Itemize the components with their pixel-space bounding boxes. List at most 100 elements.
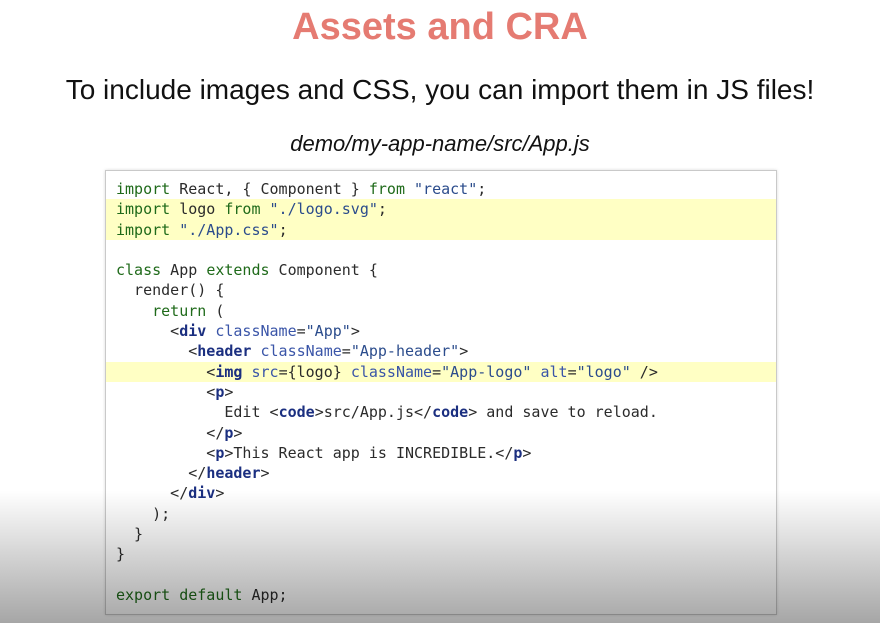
code-token: >This React app is INCREDIBLE.</ [224, 443, 514, 462]
code-line: render() { [106, 280, 776, 300]
code-token: < [116, 362, 216, 381]
code-token [170, 221, 179, 239]
code-token: > [224, 382, 234, 401]
code-token: React, { Component } [170, 180, 369, 198]
code-token: </ [116, 464, 207, 483]
code-line [106, 240, 776, 260]
code-token: ; [377, 200, 387, 219]
code-token: code [278, 403, 315, 422]
code-token: = [296, 322, 306, 341]
code-token [405, 180, 414, 198]
code-token [116, 302, 152, 320]
code-token [251, 342, 260, 360]
code-lines: import React, { Component } from "react"… [106, 179, 776, 605]
code-token: > [233, 423, 243, 442]
code-line: Edit <code>src/App.js</code> and save to… [106, 402, 776, 422]
code-line: <header className="App-header"> [106, 341, 776, 361]
code-token: "./App.css" [179, 220, 279, 239]
code-line: </p> [106, 423, 776, 443]
code-token: className [260, 342, 342, 361]
code-token: </ [116, 484, 189, 503]
code-token: "App" [305, 322, 351, 341]
code-token: > [350, 322, 360, 341]
code-line: class App extends Component { [106, 260, 776, 280]
code-token: Component { [269, 261, 378, 280]
code-line: <p>This React app is INCREDIBLE.</p> [106, 443, 776, 463]
code-token: /> [630, 362, 658, 381]
code-line: </header> [106, 463, 776, 483]
code-line [106, 565, 776, 585]
code-token: < [116, 322, 180, 341]
code-token: </ [116, 423, 225, 442]
code-token: ; [278, 220, 288, 239]
code-line: import logo from "./logo.svg"; [106, 199, 776, 220]
code-line: export default App; [106, 585, 776, 605]
code-token: className [350, 362, 433, 381]
code-token: ); [116, 504, 171, 523]
code-token: > and save to reload. [468, 403, 658, 422]
code-token: "react" [414, 180, 478, 198]
code-token: > [260, 464, 270, 483]
code-line: <p> [106, 382, 776, 402]
code-token: className [215, 322, 297, 341]
code-line: <img src={logo} className="App-logo" alt… [106, 361, 776, 382]
code-token: > [522, 443, 532, 462]
file-path-caption: demo/my-app-name/src/App.js [290, 131, 590, 156]
code-token: img [215, 362, 243, 381]
code-token: "./logo.svg" [269, 200, 378, 219]
code-line: import "./App.css"; [106, 219, 776, 240]
code-token: } [116, 545, 126, 564]
code-token [261, 200, 270, 218]
code-token: Edit < [116, 403, 279, 422]
code-token: logo [170, 200, 225, 219]
code-token: > [459, 342, 469, 361]
code-token: ( [206, 301, 225, 320]
code-token: from [368, 180, 405, 198]
code-token: p [224, 423, 234, 442]
code-token: "App-logo" [441, 362, 532, 381]
code-token: p [215, 443, 225, 462]
code-token: > [215, 484, 225, 503]
code-token: "logo" [576, 362, 631, 381]
code-line: <div className="App"> [106, 321, 776, 341]
code-token: App [161, 261, 207, 280]
code-token: = [567, 362, 577, 381]
code-token [170, 586, 179, 604]
code-token: src [251, 362, 279, 381]
code-block: import React, { Component } from "react"… [105, 170, 777, 615]
code-token: >src/App.js</ [314, 403, 433, 422]
code-token [206, 322, 215, 340]
code-token: = [341, 342, 351, 361]
code-token: default [179, 585, 243, 604]
code-token: "App-header" [350, 342, 460, 361]
code-token: import [116, 220, 171, 239]
code-token: = [432, 362, 442, 381]
code-token: export [116, 585, 171, 604]
code-token: div [188, 484, 216, 503]
code-token: p [513, 443, 523, 462]
code-token: render() { [116, 281, 225, 300]
code-token: header [206, 464, 261, 483]
code-token: < [116, 342, 198, 361]
code-token: } [116, 525, 144, 544]
code-token: header [197, 342, 252, 361]
code-token: extends [206, 261, 270, 280]
code-line: } [106, 544, 776, 564]
code-line: ); [106, 504, 776, 524]
code-token: import [116, 200, 171, 219]
code-token: return [152, 301, 207, 320]
slide-title: Assets and CRA [292, 6, 588, 48]
code-token: p [215, 382, 225, 401]
code-token: alt [540, 362, 568, 381]
code-line: </div> [106, 483, 776, 503]
slide-subtitle: To include images and CSS, you can impor… [65, 74, 815, 105]
code-token: < [116, 382, 216, 401]
code-line: } [106, 524, 776, 544]
code-token: from [224, 200, 261, 219]
code-token: ={logo} [278, 362, 351, 381]
code-token: class [116, 261, 162, 280]
code-token: App; [242, 585, 288, 604]
code-token: import [116, 180, 171, 198]
code-line: import React, { Component } from "react"… [106, 179, 776, 199]
code-token: code [432, 403, 469, 422]
